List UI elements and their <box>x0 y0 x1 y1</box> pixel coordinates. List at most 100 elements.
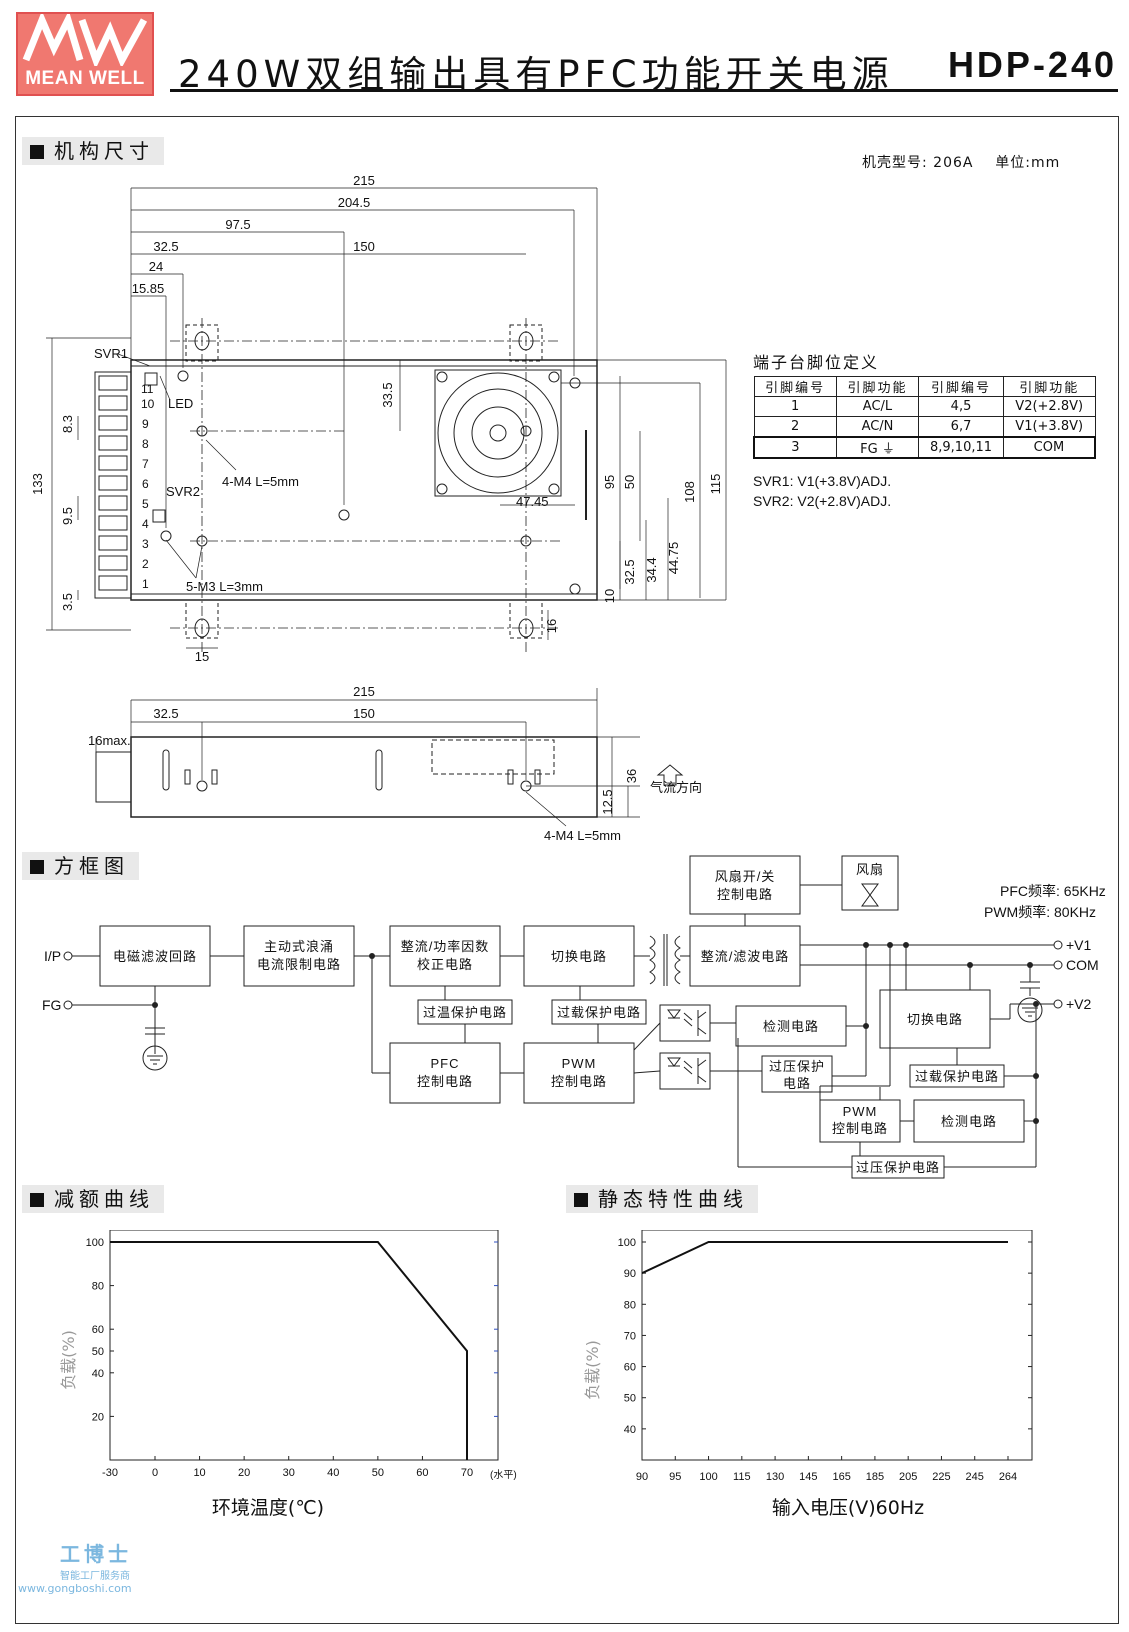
fan-label: 风扇 <box>856 862 884 877</box>
pin-table-title: 端子台脚位定义 <box>753 353 880 372</box>
section-static-label: 静态特性曲线 <box>598 1187 748 1211</box>
static-xlabel: 输入电压(V)60Hz <box>772 1497 924 1519</box>
pin-cell: 2 <box>753 416 837 438</box>
pwm-ctrl-label-2: 控制电路 <box>551 1074 607 1089</box>
pin-cell: AC/N <box>835 416 920 438</box>
optocoupler-symbols <box>667 1009 707 1084</box>
output-v1: +V1 <box>1066 937 1092 953</box>
dim-33-5: 33.5 <box>380 382 395 407</box>
section-block-diagram: 方框图 <box>22 852 139 880</box>
block-otp <box>417 999 513 1025</box>
pin-cell: 4,5 <box>918 396 1004 417</box>
side-screw-label: 4-M4 L=5mm <box>544 828 621 843</box>
x-tick-label-2: 245 <box>966 1471 984 1483</box>
ovp1-label-2: 电路 <box>783 1076 811 1091</box>
watermark: 工博士 智能工厂服务商 www.gongboshi.com <box>18 1538 132 1595</box>
block-switch1 <box>523 925 635 987</box>
terminal-6: 6 <box>142 477 149 491</box>
terminal-5: 5 <box>142 497 149 511</box>
ovp1-label-1: 过压保护 <box>769 1059 825 1074</box>
pwm-ctrl2-label-2: 控制电路 <box>832 1121 888 1136</box>
pin-cell: 3 <box>753 436 837 459</box>
dim-8-3: 8.3 <box>60 415 75 433</box>
svr1-label: SVR1 <box>94 346 128 361</box>
pwm-ctrl-label-1: PWM <box>562 1056 597 1071</box>
terminal-block <box>94 371 132 599</box>
watermark-url: www.gongboshi.com <box>18 1582 132 1595</box>
terminal-2: 2 <box>142 557 149 571</box>
y-tick-label-2: 40 <box>624 1424 636 1436</box>
top-dim-labels: 215 204.5 97.5 32.5 150 24 15.85 133 8.3… <box>30 173 723 664</box>
y-tick-label-2: 50 <box>624 1393 636 1405</box>
section-block-label: 方框图 <box>54 854 129 878</box>
inrush-label-1: 主动式浪涌 <box>264 939 334 954</box>
plot-frame <box>109 1230 499 1461</box>
terminal-4: 4 <box>142 517 149 531</box>
dim-204-5: 204.5 <box>338 195 371 210</box>
svr1-note: SVR1: V1(+3.8V)ADJ. <box>753 473 892 489</box>
table-row: 1 AC/L 4,5 V2(+2.8V) <box>753 396 1096 417</box>
terminal-circles <box>63 940 1063 1010</box>
output-v2: +V2 <box>1066 996 1092 1012</box>
pin-cell: V1(+3.8V) <box>1002 416 1096 438</box>
y-tick-label-2: 60 <box>624 1362 636 1374</box>
fan-symbol-icon <box>861 883 879 907</box>
x-tick-label: 0 <box>152 1467 158 1479</box>
watermark-sub: 智能工厂服务商 <box>60 1571 130 1582</box>
y-tick-label-2: 100 <box>618 1237 636 1249</box>
ground-icon <box>142 1045 168 1071</box>
x-tick-label-2: 264 <box>999 1471 1017 1483</box>
dim-32-5: 32.5 <box>153 239 178 254</box>
optocoupler-1 <box>659 1004 711 1042</box>
watermark-name: 工博士 <box>60 1542 132 1566</box>
section-derating: 减额曲线 <box>22 1185 164 1213</box>
side-dim-labels: 215 32.5 150 16max. 36 12.5 4-M4 L=5mm 气… <box>88 684 702 843</box>
rect-filter-label: 整流/滤波电路 <box>701 949 790 964</box>
pfc-ctrl-label-1: PFC <box>431 1056 460 1071</box>
y-tick-label: 60 <box>92 1324 104 1336</box>
side-dim-215: 215 <box>353 684 375 699</box>
table-row: 2 AC/N 6,7 V1(+3.8V) <box>753 416 1096 438</box>
ovp2-label: 过压保护电路 <box>856 1160 940 1175</box>
terminal-3: 3 <box>142 537 149 551</box>
terminal-1: 1 <box>142 577 149 591</box>
x-tick-label: 60 <box>416 1467 428 1479</box>
section-mechanical: 机构尺寸 <box>22 137 164 165</box>
optocoupler-2 <box>659 1052 711 1090</box>
terminal-7: 7 <box>142 457 149 471</box>
block-fan <box>841 855 899 911</box>
terminal-slots <box>98 375 128 591</box>
x-tick-label-2: 145 <box>799 1471 817 1483</box>
input-fg: FG <box>42 997 61 1013</box>
terminal-8: 8 <box>142 437 149 451</box>
switch2-label: 切换电路 <box>907 1012 963 1027</box>
block-rect-pfc <box>389 925 501 987</box>
inrush-label-2: 电流限制电路 <box>257 957 341 972</box>
dim-97-5: 97.5 <box>225 217 250 232</box>
dim-150: 150 <box>353 239 375 254</box>
pfc-ctrl-label-2: 控制电路 <box>417 1074 473 1089</box>
detect1-label: 检测电路 <box>763 1019 819 1034</box>
meanwell-logo: MEAN WELL <box>16 12 154 96</box>
dim-95: 95 <box>602 475 617 489</box>
mw-logo-mark <box>22 14 148 66</box>
table-row: 3 FG ⏚ 8,9,10,11 COM <box>753 436 1096 459</box>
x-tick-label-2: 185 <box>866 1471 884 1483</box>
pin-cell: COM <box>1002 436 1096 459</box>
pin-table-header: 引脚编号 引脚功能 引脚编号 引脚功能 <box>753 376 1096 397</box>
x-tick-label: 50 <box>372 1467 384 1479</box>
dim-10: 10 <box>602 589 617 603</box>
block-switch2 <box>879 989 991 1049</box>
pwm-freq: PWM频率: 80KHz <box>984 904 1096 920</box>
svr2-note: SVR2: V2(+2.8V)ADJ. <box>753 493 892 509</box>
dim-16: 16 <box>544 619 559 633</box>
pin-cell: FG ⏚ <box>835 436 920 459</box>
dim-24: 24 <box>149 259 163 274</box>
fan-ctrl-label-1: 风扇开/关 <box>715 869 776 884</box>
dim-15-85: 15.85 <box>132 281 165 296</box>
pin-cell: 8,9,10,11 <box>918 436 1004 459</box>
transformer-primary <box>649 935 656 985</box>
fan-grille <box>434 369 562 497</box>
side-dim-36: 36 <box>624 769 639 783</box>
